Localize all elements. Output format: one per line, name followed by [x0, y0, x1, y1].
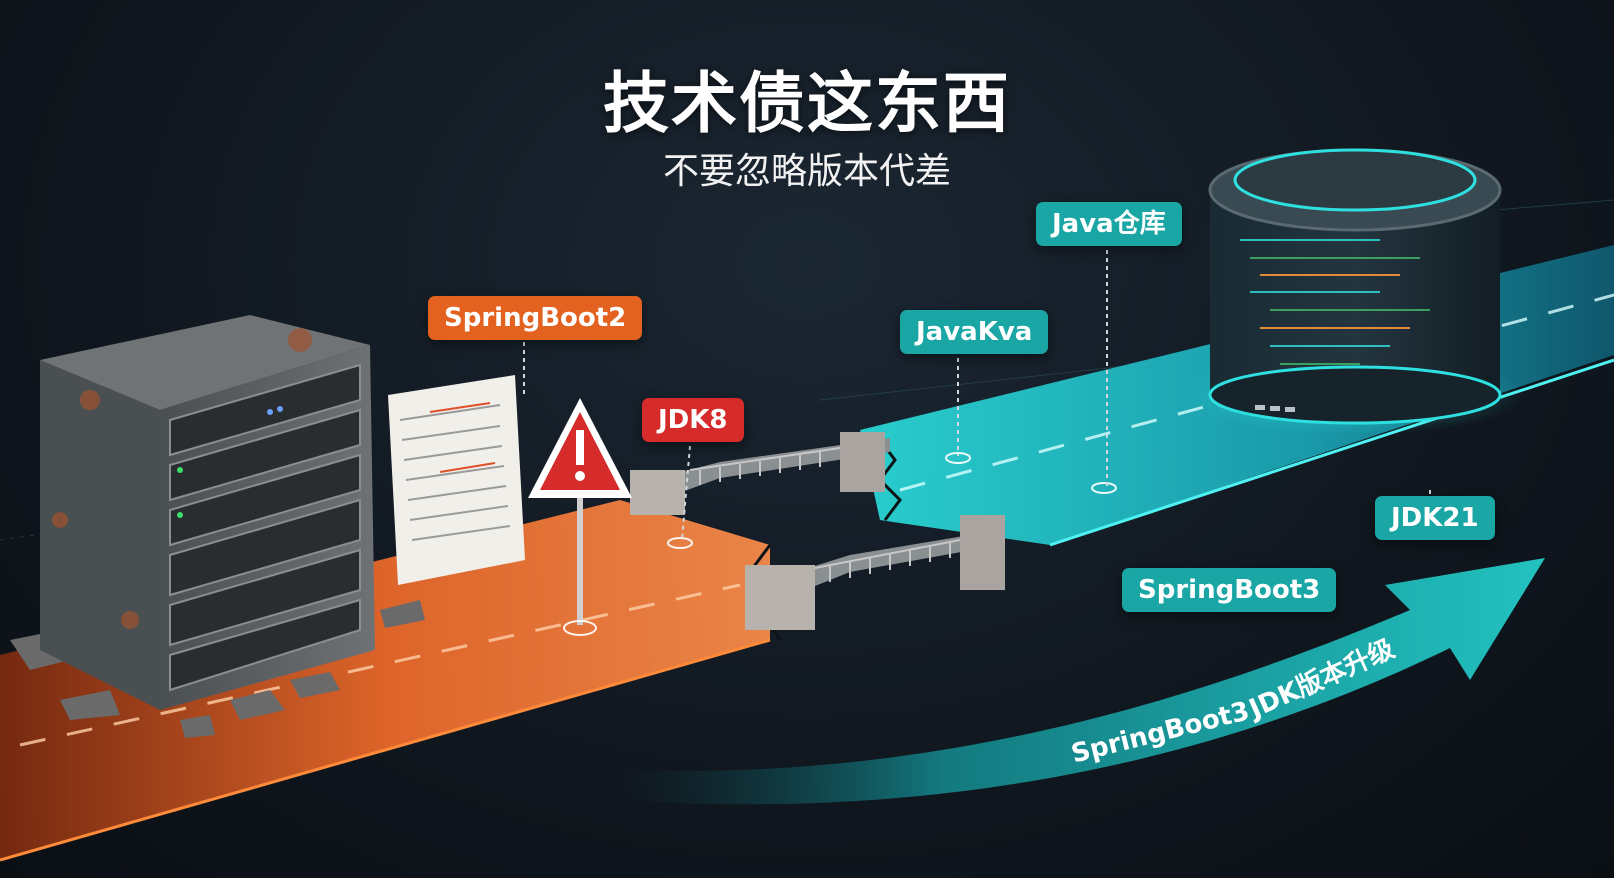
- database-cylinder-icon: [1185, 148, 1525, 435]
- upgrade-arrow-icon: [620, 558, 1545, 805]
- warning-sign-icon: [528, 398, 632, 625]
- bridge-icon: [630, 432, 1005, 630]
- location-markers: [563, 452, 1117, 636]
- jdk21-tag: JDK21: [1375, 496, 1495, 540]
- springboot2-tag: SpringBoot2: [428, 296, 643, 340]
- server-rack-icon: [40, 315, 375, 710]
- page-title: 技术债这东西: [603, 65, 1011, 142]
- javakva-tag: JavaKva: [900, 310, 1049, 354]
- springboot3-tag: SpringBoot3: [1122, 568, 1337, 612]
- jdk8-tag: JDK8: [642, 398, 744, 442]
- page-subtitle: 不要忽略版本代差: [662, 151, 951, 192]
- java-repo-tag: Java仓库: [1036, 202, 1182, 246]
- document-icon: [388, 375, 525, 585]
